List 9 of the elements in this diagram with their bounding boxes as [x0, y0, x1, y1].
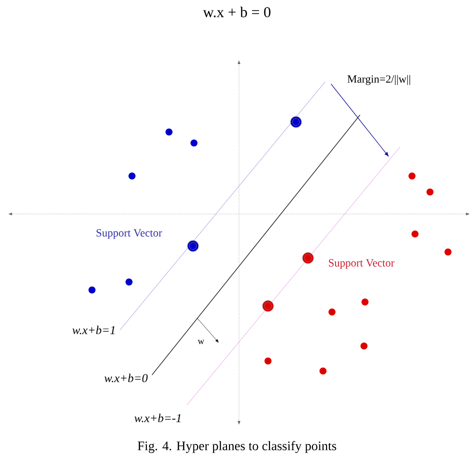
title: w.x + b = 0 — [203, 6, 270, 18]
margin-label: Margin=2/||w|| — [348, 75, 410, 85]
caption: Fig. 4. Hyper planes to classify points — [138, 441, 336, 453]
equation-label: w.x+b=-1 — [134, 414, 181, 422]
equation-label: w.x+b=0 — [104, 374, 148, 382]
support-vector-label: Support Vector — [328, 259, 394, 269]
support-vector-label: Support Vector — [96, 229, 162, 239]
equation-label: w.x+b=1 — [72, 326, 115, 334]
vector-label: w — [198, 340, 204, 344]
